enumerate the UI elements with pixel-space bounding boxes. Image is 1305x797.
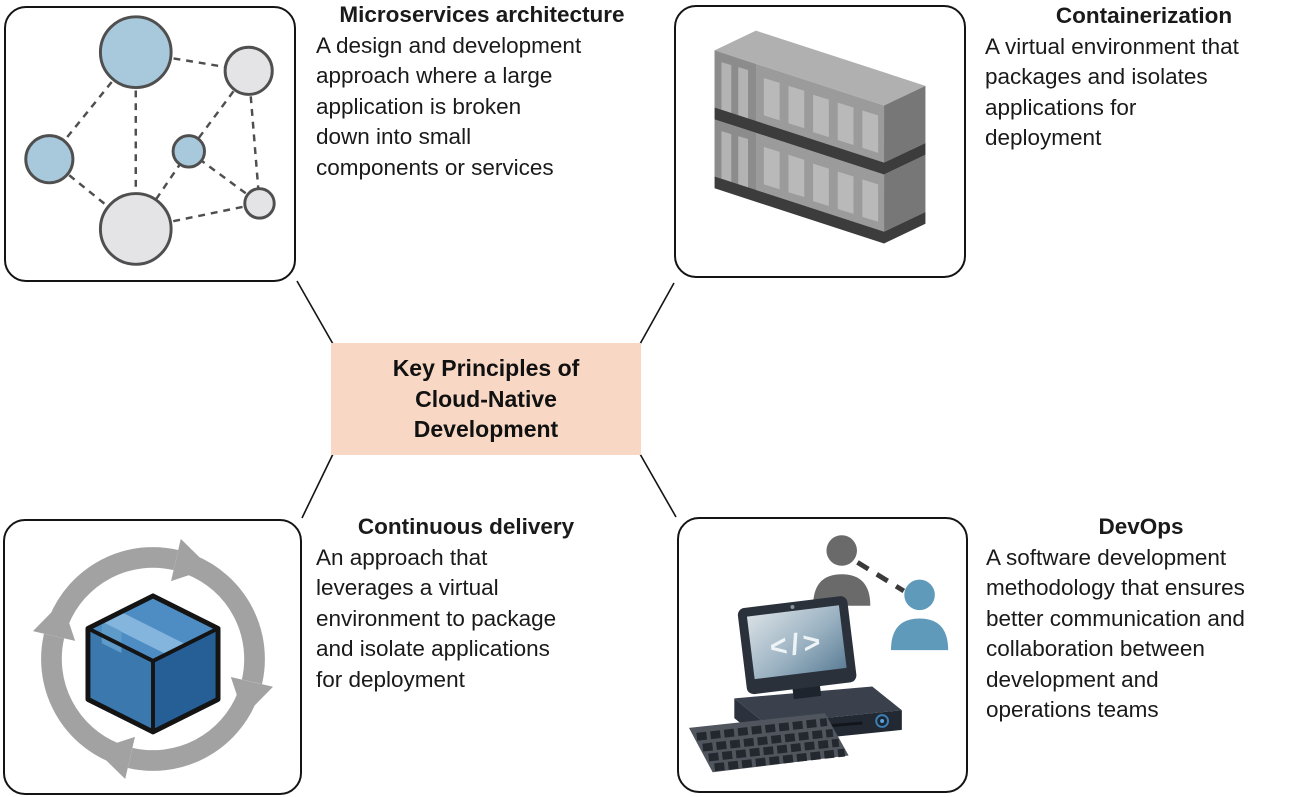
network-nodes: [24, 15, 276, 266]
center-title-box: Key Principles of Cloud-Native Developme…: [331, 343, 641, 455]
panel-title-containerization: Containerization: [1055, 3, 1233, 28]
panel-box-containerization: [674, 5, 966, 278]
stacked-containers-icon: [714, 30, 926, 244]
network-nodes-icon: [24, 15, 276, 266]
panel-description-containerization: A virtual environment that packages and …: [985, 33, 1239, 151]
panel-description-continuous-delivery: An approach that leverages a virtual env…: [316, 544, 557, 692]
container-top: [714, 30, 926, 175]
cycle-arrows: [32, 538, 274, 780]
panel-box-continuous-delivery: [3, 519, 302, 795]
panel-box-microservices: [4, 6, 296, 282]
panel-text-containerization: Containerization A virtual environment t…: [985, 1, 1303, 154]
screen-code-text: </>: [768, 625, 826, 664]
panel-description-devops: A software development methodology that …: [986, 544, 1245, 723]
panel-text-microservices: Microservices architecture A design and …: [316, 0, 648, 183]
computer-collaboration-icon: </>: [688, 535, 949, 773]
cycle-arrows-package-icon: [32, 538, 274, 780]
person-blue-icon: [890, 579, 949, 651]
panel-box-devops: </>: [677, 517, 968, 793]
panel-title-devops: DevOps: [1098, 514, 1184, 539]
center-title: Key Principles of Cloud-Native Developme…: [392, 355, 580, 443]
panel-title-continuous-delivery: Continuous delivery: [357, 514, 575, 539]
desktop-computer: </>: [688, 596, 902, 773]
panel-text-continuous-delivery: Continuous delivery An approach that lev…: [316, 512, 616, 695]
panel-description-microservices: A design and development approach where …: [316, 32, 582, 180]
panel-title-microservices: Microservices architecture: [339, 2, 625, 27]
package-cube: [85, 593, 221, 735]
panel-text-devops: DevOps A software development methodolog…: [986, 512, 1296, 726]
person-gray-icon: [813, 535, 871, 606]
collaboration-dashed-line: [856, 560, 906, 594]
